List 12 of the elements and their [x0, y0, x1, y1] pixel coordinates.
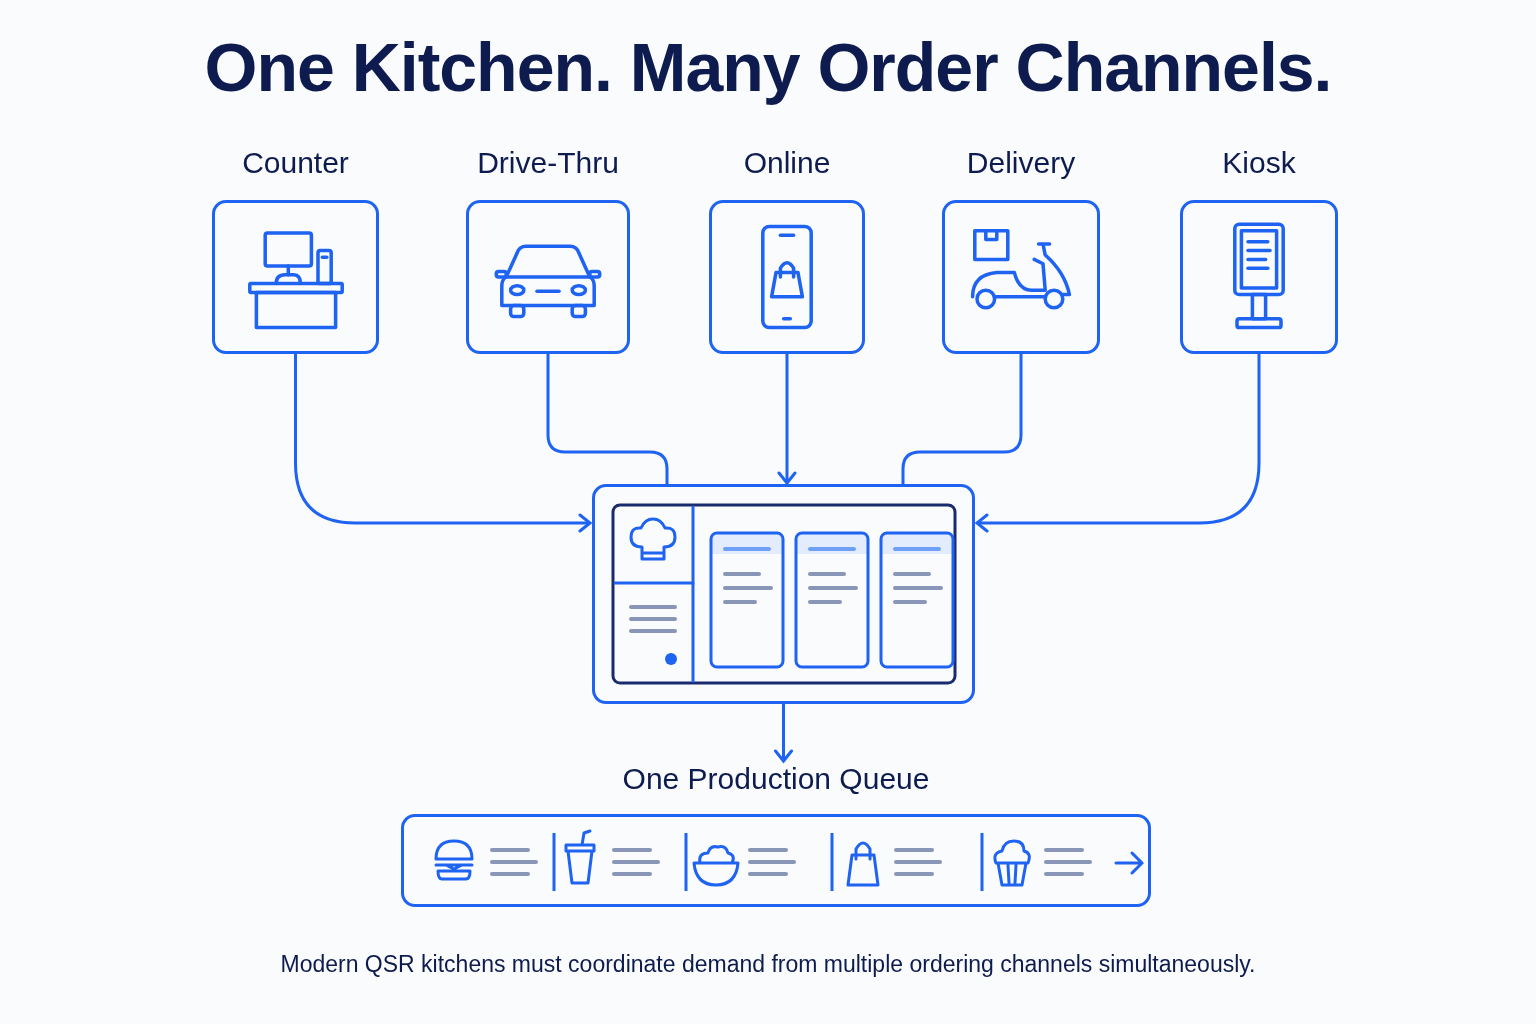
- diagram-title: One Kitchen. Many Order Channels.: [203, 28, 1333, 106]
- channel-label: Counter: [241, 146, 350, 180]
- caption: Modern QSR kitchens must coordinate demand from multiple ordering channels simultaneously.: [279, 951, 1257, 978]
- channel-label: Online: [742, 146, 832, 180]
- channel-label: Delivery: [965, 146, 1077, 180]
- connector-arrow: [294, 354, 592, 533]
- channel-label: Kiosk: [1221, 146, 1297, 180]
- channel-label: Drive-Thru: [476, 146, 620, 180]
- connector-arrow: [774, 704, 793, 763]
- section-heading: One Production Queue: [621, 762, 931, 796]
- connector-arrow: [975, 354, 1261, 533]
- connector-arrow: [777, 354, 797, 485]
